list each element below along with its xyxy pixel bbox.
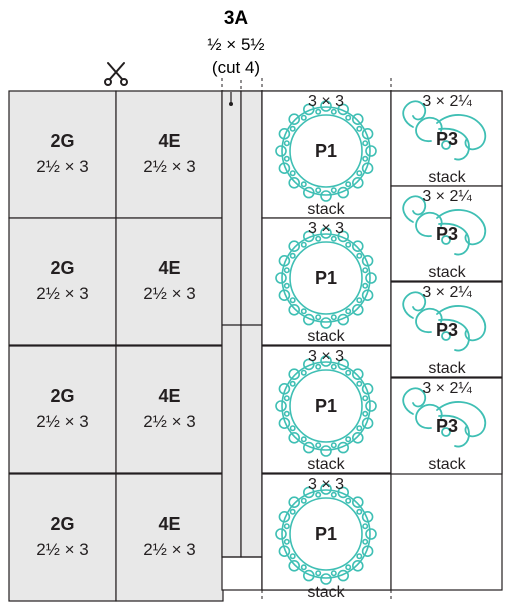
- rectangle-piece: 2G 2½ × 3: [8, 345, 117, 474]
- piece-note: stack: [307, 584, 345, 601]
- piece-size: 2½ × 3: [143, 157, 195, 176]
- piece-size: 3 × 3: [308, 93, 344, 110]
- piece-name: 2G: [50, 131, 74, 151]
- ring-motif: [275, 100, 377, 202]
- piece-size: 2½ × 3: [36, 157, 88, 176]
- piece-name: 2G: [50, 258, 74, 278]
- rectangle-piece: 4E 2½ × 3: [115, 345, 224, 474]
- piece-size: 3 × 3: [308, 220, 344, 237]
- piece-size: 2½ × 3: [36, 284, 88, 303]
- rectangle-piece: 4E 2½ × 3: [115, 217, 224, 346]
- scissors-icon: [104, 62, 128, 86]
- piece-size: 3 × 2¼: [422, 93, 472, 110]
- strip-column-3a: [221, 90, 263, 591]
- rectangle-piece: 4E 2½ × 3: [115, 473, 224, 602]
- rectangle-piece: 2G 2½ × 3: [8, 217, 117, 346]
- piece-size: 2½ × 3: [36, 412, 88, 431]
- piece-name: P1: [315, 141, 337, 161]
- p3-piece: 3 × 2¼ P3 stack: [390, 281, 503, 378]
- piece-size: 3 × 2¼: [422, 188, 472, 205]
- rectangle-piece: 2G 2½ × 3: [8, 90, 117, 219]
- strip-cut-count: (cut 4): [212, 58, 260, 77]
- piece-size: 2½ × 3: [36, 540, 88, 559]
- piece-note: stack: [307, 328, 345, 345]
- piece-name: 2G: [50, 514, 74, 534]
- piece-name: P1: [315, 524, 337, 544]
- p1-piece: 3 × 3 P1 stack: [261, 90, 392, 219]
- piece-size: 2½ × 3: [143, 540, 195, 559]
- piece-name: P3: [436, 320, 458, 340]
- piece-name: P1: [315, 396, 337, 416]
- piece-name: P3: [436, 129, 458, 149]
- piece-note: stack: [307, 201, 345, 218]
- piece-note: stack: [428, 360, 466, 377]
- rectangle-piece: 2G 2½ × 3: [8, 473, 117, 602]
- swirl-motif: [402, 387, 487, 448]
- piece-name: P3: [436, 224, 458, 244]
- p3-piece: 3 × 2¼ P3 stack: [390, 90, 503, 187]
- ring-motif: [275, 355, 377, 457]
- piece-size: 3 × 2¼: [422, 380, 472, 397]
- piece-note: stack: [428, 456, 466, 473]
- ring-motif: [275, 483, 377, 585]
- piece-note: stack: [428, 169, 466, 186]
- p1-piece: 3 × 3 P1 stack: [261, 473, 392, 601]
- p1-piece: 3 × 3 P1 stack: [261, 345, 392, 474]
- rectangle-piece: 4E 2½ × 3: [115, 90, 224, 219]
- p3-piece: 3 × 2¼ P3 stack: [390, 377, 503, 475]
- piece-name: 4E: [158, 386, 180, 406]
- strip-name: 3A: [224, 8, 249, 29]
- swirl-motif: [402, 291, 487, 352]
- p3-piece: 3 × 2¼ P3 stack: [390, 185, 503, 282]
- piece-name: 2G: [50, 386, 74, 406]
- strip-size: ½ × 5½: [207, 35, 264, 54]
- piece-name: 4E: [158, 131, 180, 151]
- piece-size: 2½ × 3: [143, 412, 195, 431]
- swirl-motif: [402, 195, 487, 256]
- piece-name: P3: [436, 416, 458, 436]
- piece-name: 4E: [158, 258, 180, 278]
- piece-size: 3 × 2¼: [422, 284, 472, 301]
- swirl-motif: [402, 100, 487, 161]
- piece-size: 3 × 3: [308, 348, 344, 365]
- piece-size: 3 × 3: [308, 476, 344, 493]
- piece-name: P1: [315, 268, 337, 288]
- piece-note: stack: [428, 264, 466, 281]
- piece-note: stack: [307, 456, 345, 473]
- rectangle-pieces: 2G 2½ × 3 4E 2½ × 3 2G 2½ × 3 4E 2½ × 3 2G 2½ × 3…: [8, 90, 224, 602]
- ring-motif: [275, 227, 377, 329]
- p1-piece: 3 × 3 P1 stack: [261, 217, 392, 346]
- piece-name: 4E: [158, 514, 180, 534]
- piece-size: 2½ × 3: [143, 284, 195, 303]
